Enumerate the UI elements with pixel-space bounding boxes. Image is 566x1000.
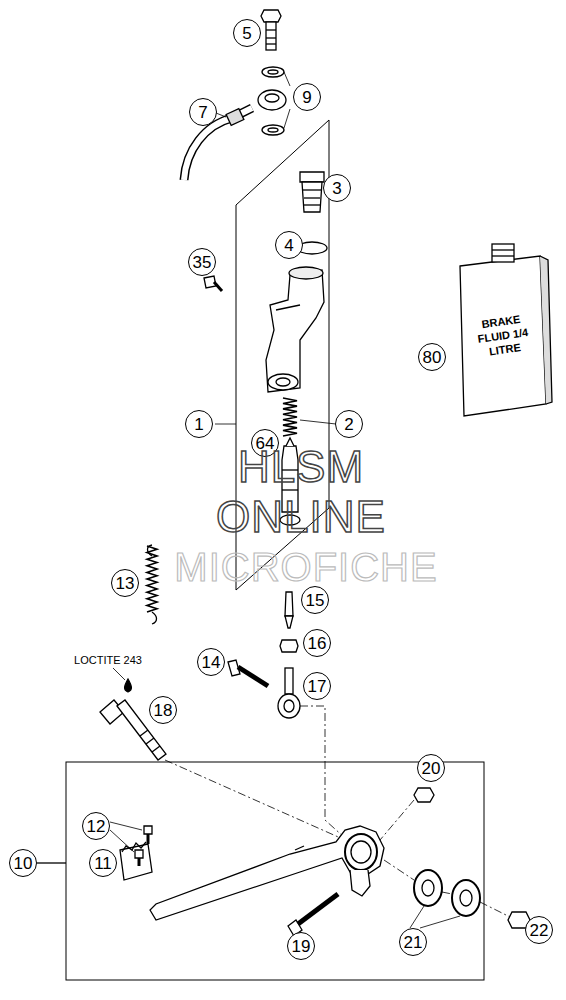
callout-number: 22 (525, 916, 553, 944)
callout-number: 5 (233, 19, 261, 47)
callout-number: 10 (9, 849, 37, 877)
callout-number: 20 (417, 754, 445, 782)
callout-number: 14 (197, 648, 225, 676)
callout-number: 4 (275, 231, 303, 259)
callout-number: 13 (111, 569, 139, 597)
callout-number: 15 (301, 586, 329, 614)
callout-number: 7 (189, 98, 217, 126)
callout-number: 19 (287, 932, 315, 960)
callout-number: 2 (335, 410, 363, 438)
callout-number: 21 (399, 928, 427, 956)
watermark-text: HLSM (238, 442, 364, 492)
callout-number: 11 (89, 849, 117, 877)
callout-number: 1 (185, 410, 213, 438)
callout-number: 80 (418, 343, 446, 371)
callout-number: 12 (82, 812, 110, 840)
callout-number: 3 (323, 174, 351, 202)
callout-number: 16 (303, 629, 331, 657)
bottle-label: BRAKE FLUID 1/4 LITRE (470, 311, 535, 360)
watermark-text: ONLINE (216, 492, 386, 542)
watermark-text: MICROFICHE (174, 545, 437, 590)
callout-number: 17 (303, 672, 331, 700)
callout-number: 35 (188, 248, 216, 276)
callout-number: 9 (293, 83, 321, 111)
callout-number: 18 (149, 696, 177, 724)
note-text: LOCTITE 243 (74, 654, 142, 666)
